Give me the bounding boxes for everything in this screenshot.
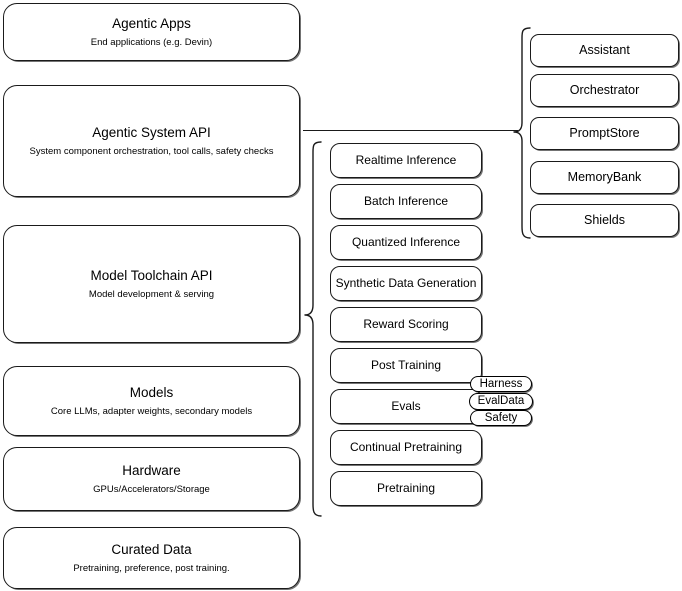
- toolchain-brace: [297, 140, 323, 518]
- component-label: PromptStore: [569, 126, 640, 140]
- layer-subtitle: Pretraining, preference, post training.: [73, 563, 230, 574]
- component-label: Shields: [584, 213, 625, 227]
- capability-label: Realtime Inference: [355, 153, 457, 167]
- capability-label: Quantized Inference: [351, 235, 461, 249]
- capability-label: Evals: [391, 399, 421, 413]
- capability-box-synthetic-data-generation[interactable]: Synthetic Data Generation: [330, 266, 482, 301]
- component-box-assistant[interactable]: Assistant: [530, 34, 679, 67]
- eval-pill-harness[interactable]: Harness: [470, 376, 532, 392]
- layer-title: Agentic System API: [92, 125, 211, 140]
- component-box-promptstore[interactable]: PromptStore: [530, 117, 679, 150]
- capability-label: Post Training: [370, 358, 442, 372]
- capability-label: Batch Inference: [363, 194, 449, 208]
- component-label: Assistant: [579, 43, 630, 57]
- eval-pill-label: Safety: [484, 411, 518, 424]
- layer-title: Curated Data: [111, 542, 192, 557]
- layer-box-curated-data[interactable]: Curated Data Pretraining, preference, po…: [3, 527, 300, 589]
- layer-title: Models: [129, 385, 174, 400]
- capability-box-reward-scoring[interactable]: Reward Scoring: [330, 307, 482, 342]
- capability-box-quantized-inference[interactable]: Quantized Inference: [330, 225, 482, 260]
- capability-box-pretraining[interactable]: Pretraining: [330, 471, 482, 506]
- layer-box-models[interactable]: Models Core LLMs, adapter weights, secon…: [3, 366, 300, 436]
- capability-box-batch-inference[interactable]: Batch Inference: [330, 184, 482, 219]
- layer-title: Hardware: [122, 463, 181, 478]
- eval-pill-label: Harness: [479, 377, 523, 390]
- capability-box-evals[interactable]: Evals: [330, 389, 482, 424]
- capability-label: Continual Pretraining: [349, 440, 463, 454]
- component-box-orchestrator[interactable]: Orchestrator: [530, 74, 679, 107]
- connector-agentic-system-to-components: [303, 130, 518, 131]
- layer-subtitle: End applications (e.g. Devin): [90, 37, 213, 48]
- layer-subtitle: GPUs/Accelerators/Storage: [93, 484, 210, 495]
- layer-box-hardware[interactable]: Hardware GPUs/Accelerators/Storage: [3, 447, 300, 511]
- layer-title: Agentic Apps: [112, 16, 191, 31]
- layer-title: Model Toolchain API: [90, 268, 213, 283]
- capability-box-post-training[interactable]: Post Training: [330, 348, 482, 383]
- component-label: Orchestrator: [569, 83, 640, 97]
- component-box-shields[interactable]: Shields: [530, 204, 679, 237]
- component-box-memorybank[interactable]: MemoryBank: [530, 161, 679, 194]
- capability-label: Reward Scoring: [363, 317, 449, 331]
- layer-box-model-toolchain-api[interactable]: Model Toolchain API Model development & …: [3, 225, 300, 343]
- capability-label: Synthetic Data Generation: [335, 276, 477, 290]
- capability-box-continual-pretraining[interactable]: Continual Pretraining: [330, 430, 482, 465]
- layer-subtitle: System component orchestration, tool cal…: [29, 146, 274, 157]
- eval-pill-label: EvalData: [477, 395, 525, 407]
- eval-pill-evaldata[interactable]: EvalData: [469, 393, 533, 410]
- layer-subtitle: Model development & serving: [88, 289, 215, 300]
- component-label: MemoryBank: [567, 170, 642, 184]
- layer-box-agentic-apps[interactable]: Agentic Apps End applications (e.g. Devi…: [3, 3, 300, 61]
- layer-box-agentic-system-api[interactable]: Agentic System API System component orch…: [3, 85, 300, 197]
- eval-pill-safety[interactable]: Safety: [470, 410, 532, 426]
- layer-subtitle: Core LLMs, adapter weights, secondary mo…: [50, 406, 253, 417]
- capability-label: Pretraining: [376, 481, 436, 495]
- agentic-components-brace: [506, 26, 532, 240]
- capability-box-realtime-inference[interactable]: Realtime Inference: [330, 143, 482, 178]
